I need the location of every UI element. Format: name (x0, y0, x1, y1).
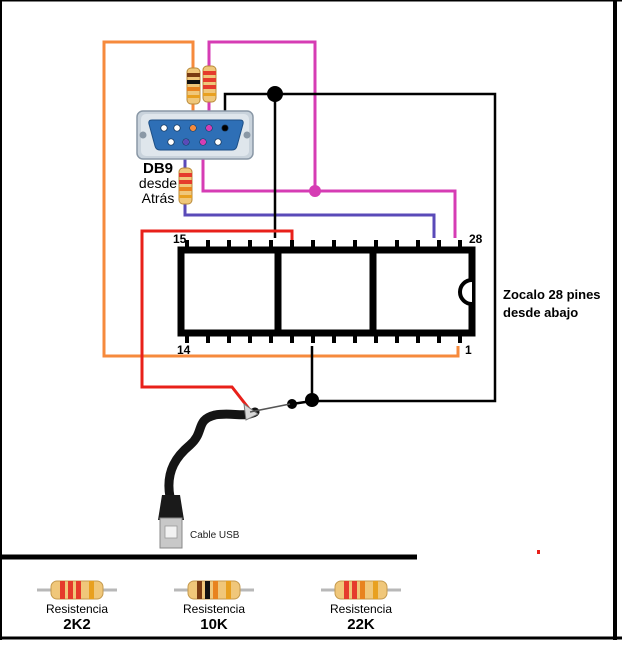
socket-pin (227, 240, 231, 252)
socket-caption-line2: desde abajo (503, 305, 579, 320)
pin-14-label: 14 (177, 343, 191, 357)
pin-15-label: 15 (173, 232, 187, 246)
socket-pin (437, 240, 441, 252)
legend-resistor-2k2 (37, 580, 117, 600)
resistor-legend-graphics (37, 580, 401, 600)
black-junction-bottom (305, 393, 319, 407)
socket-pin (227, 331, 231, 343)
junction-dots (267, 86, 321, 409)
resistor-band (213, 581, 218, 599)
legend-resistor-10k (174, 580, 254, 600)
socket-pin (311, 240, 315, 252)
socket-pin (458, 240, 462, 252)
socket-pin (353, 240, 357, 252)
socket-pin (374, 240, 378, 252)
db9-subtitle-2: Atrás (141, 190, 175, 206)
usb-wire-node (287, 399, 297, 409)
resistor-band (205, 581, 210, 599)
resistor-band (76, 581, 81, 599)
pin-28-label: 28 (469, 232, 483, 246)
resistor-band (89, 581, 94, 599)
resistor-2k2-top (186, 67, 201, 105)
db9-label: DB9 desde Atrás (123, 161, 193, 206)
socket-pin (206, 331, 210, 343)
socket-pin (290, 240, 294, 252)
legend-name: Resistencia (45, 602, 109, 616)
legend-value: 22K (347, 616, 375, 633)
socket-pin (269, 240, 273, 252)
socket-pin (332, 240, 336, 252)
db9-connector (136, 110, 254, 160)
resistor-band (352, 581, 357, 599)
socket-pin (416, 331, 420, 343)
socket-pin (332, 331, 336, 343)
legend-name: Resistencia (329, 602, 393, 616)
legend-label-22k: Resistencia 22K (306, 602, 416, 632)
socket-pin (458, 331, 462, 343)
socket-pin (206, 240, 210, 252)
legend-label-10k: Resistencia 10K (159, 602, 269, 632)
legend-name: Resistencia (182, 602, 246, 616)
socket-pin (248, 240, 252, 252)
legend-value: 10K (200, 616, 228, 633)
black-junction-top (267, 86, 283, 102)
socket-pin (290, 331, 294, 343)
stray-red-mark (537, 550, 540, 554)
socket-pin (395, 240, 399, 252)
pin-1-label: 1 (465, 343, 472, 357)
red-wire (140, 229, 294, 411)
db9-title: DB9 (142, 160, 173, 177)
socket-pin (416, 240, 420, 252)
socket-pins-bottom (185, 331, 462, 343)
usb-cable (158, 402, 291, 549)
resistor-22k (178, 167, 193, 205)
resistor-band (68, 581, 73, 599)
socket-caption-line1: Zocalo 28 pines (503, 287, 601, 302)
legend-resistor-22k (321, 580, 401, 600)
socket-pin (269, 331, 273, 343)
socket-pin (395, 331, 399, 343)
legend-label-2k2: Resistencia 2K2 (22, 602, 132, 632)
usb-cable-label: Cable USB (190, 530, 240, 541)
resistor-band (360, 581, 365, 599)
socket-28-pin (177, 240, 476, 343)
socket-pin (311, 331, 315, 343)
db9-subtitle-1: desde (138, 175, 178, 191)
legend-value: 2K2 (63, 616, 91, 633)
resistor-10k-top (202, 65, 217, 103)
resistor-band (373, 581, 378, 599)
magenta-junction (309, 185, 321, 197)
resistor-band (197, 581, 202, 599)
socket-pin (185, 331, 189, 343)
resistor-band (226, 581, 231, 599)
socket-pin (353, 331, 357, 343)
socket-pin (185, 240, 189, 252)
resistor-band (344, 581, 349, 599)
socket-pin (374, 331, 378, 343)
socket-pins-top (185, 240, 462, 252)
socket-caption: Zocalo 28 pines desde abajo (503, 286, 601, 322)
socket-pin (437, 331, 441, 343)
socket-pin (248, 331, 252, 343)
resistor-band (60, 581, 65, 599)
